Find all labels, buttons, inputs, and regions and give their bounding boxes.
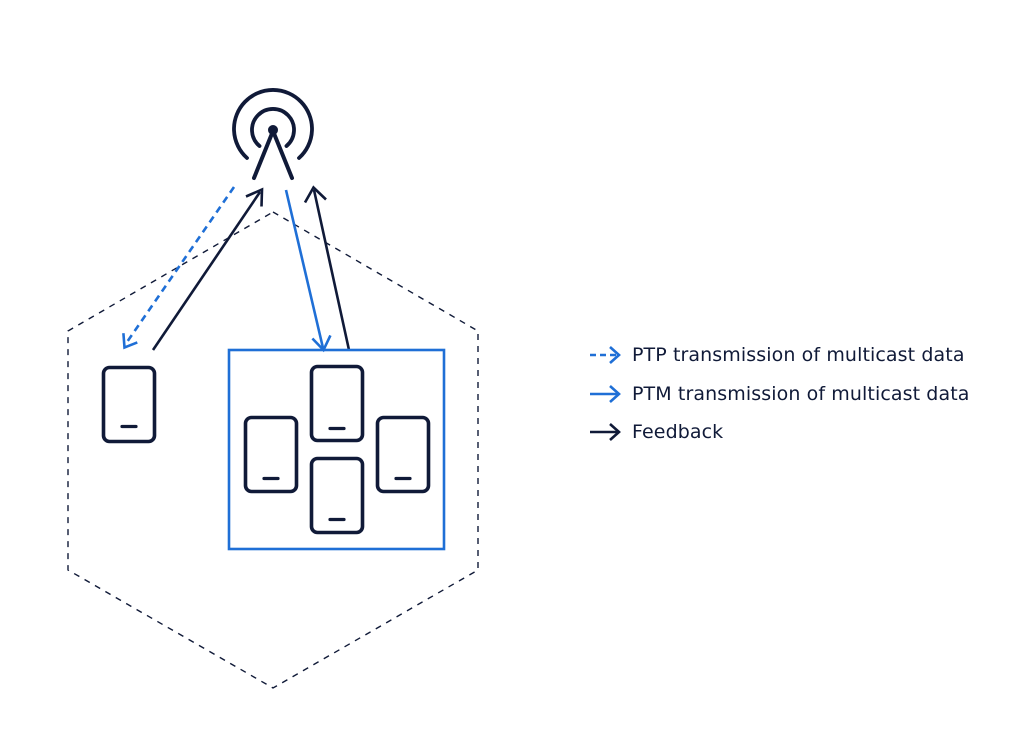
mobile-device-icon [101, 365, 157, 444]
legend: PTP transmission of multicast data PTM t… [588, 336, 1008, 452]
feedback-arrow-device-group [303, 185, 351, 351]
dashed-blue-arrow-icon [590, 346, 621, 365]
ptm-transmission-arrow [284, 189, 332, 353]
legend-item-ptp: PTP transmission of multicast data [588, 336, 1008, 375]
multicast-group-box [227, 348, 446, 551]
legend-label-feedback: Feedback [632, 421, 724, 444]
legend-label-ptm: PTM transmission of multicast data [632, 382, 970, 405]
feedback-arrow-single-device [151, 187, 264, 351]
solid-blue-arrow-icon [590, 384, 621, 403]
mobile-device-icon [309, 456, 365, 535]
mobile-device-icon [375, 415, 431, 494]
legend-item-ptm: PTM transmission of multicast data [588, 375, 1008, 414]
solid-dark-arrow-icon [590, 423, 621, 442]
legend-item-feedback: Feedback [588, 413, 1008, 452]
antenna-icon [232, 88, 314, 180]
mobile-device-icon [243, 415, 299, 494]
legend-label-ptp: PTP transmission of multicast data [632, 344, 965, 367]
mobile-device-icon [309, 364, 365, 443]
cell-boundary-hexagon [67, 211, 479, 689]
ptp-transmission-arrow [122, 186, 236, 350]
